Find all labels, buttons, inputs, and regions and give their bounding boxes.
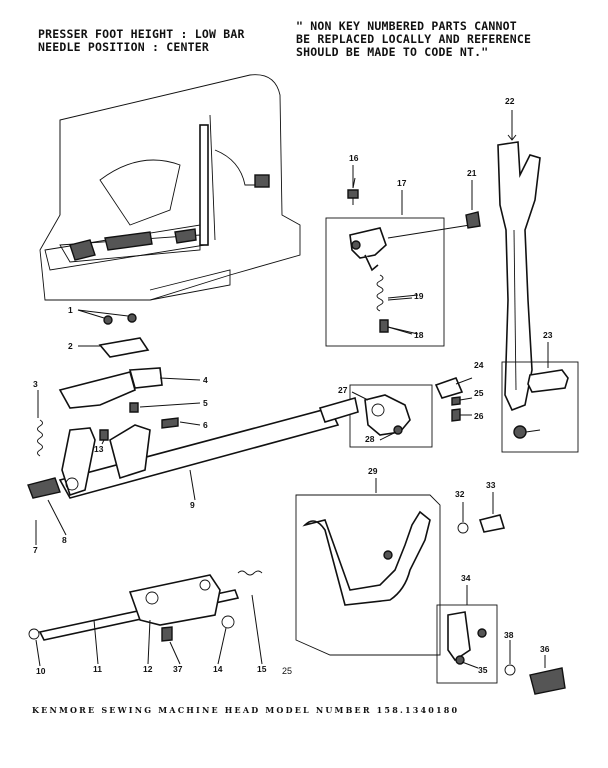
- parts-notice: " NON KEY NUMBERED PARTS CANNOT BE REPLA…: [296, 20, 531, 59]
- callout-10: 10: [36, 666, 46, 676]
- callout-21: 21: [467, 168, 477, 178]
- callout-18: 18: [414, 330, 424, 340]
- callout-32: 32: [455, 489, 465, 499]
- machine-head-outline: [39, 74, 301, 301]
- page-number: 25: [282, 666, 293, 676]
- callout-24: 24: [474, 360, 484, 370]
- callout-23: 23: [543, 330, 553, 340]
- setting-notes: PRESSER FOOT HEIGHT : LOW BAR NEEDLE POS…: [38, 28, 245, 54]
- callout-25: 25: [474, 388, 484, 398]
- callout-22: 22: [505, 96, 515, 106]
- callout-7: 7: [33, 545, 38, 555]
- part-27-assembly: [349, 384, 433, 448]
- callout-27: 27: [338, 385, 348, 395]
- parts-notice-line-1: " NON KEY NUMBERED PARTS CANNOT: [296, 19, 517, 33]
- part-34-assembly: [436, 604, 566, 695]
- parts-notice-line-2: BE REPLACED LOCALLY AND REFERENCE: [296, 32, 532, 46]
- callout-38: 38: [504, 630, 514, 640]
- bottom-assembly: [28, 570, 263, 642]
- callout-9: 9: [190, 500, 195, 510]
- callout-35: 35: [478, 665, 488, 675]
- callout-19: 19: [414, 291, 424, 301]
- callout-12: 12: [143, 664, 153, 674]
- callout-34: 34: [461, 573, 471, 583]
- callout-numbers: 1 2 3 4 5 6 7 8 9 10 11 12 13 14 15 16 1…: [33, 96, 553, 676]
- needle-position-note: NEEDLE POSITION : CENTER: [38, 40, 209, 54]
- part-17-assembly: [325, 165, 471, 347]
- callout-8: 8: [62, 535, 67, 545]
- callout-11: 11: [93, 664, 102, 674]
- callout-14: 14: [213, 664, 223, 674]
- callout-28: 28: [365, 434, 375, 444]
- callout-1: 1: [68, 305, 73, 315]
- callout-15: 15: [257, 664, 267, 674]
- callout-5: 5: [203, 398, 208, 408]
- callout-4: 4: [203, 375, 208, 385]
- leader-lines: [35, 177, 546, 669]
- callout-26: 26: [474, 411, 484, 421]
- callout-36: 36: [540, 644, 550, 654]
- parts-1-2-4: [37, 313, 179, 457]
- callout-29: 29: [368, 466, 378, 476]
- callout-6: 6: [203, 420, 208, 430]
- part-22-lever: [465, 110, 541, 412]
- callout-16: 16: [349, 153, 359, 163]
- part-29-assembly: [295, 494, 506, 656]
- callout-3: 3: [33, 379, 38, 389]
- parts-notice-line-3: SHOULD BE MADE TO CODE NT.": [296, 45, 489, 59]
- callout-2: 2: [68, 341, 73, 351]
- callout-37: 37: [173, 664, 183, 674]
- model-number-caption: KENMORE SEWING MACHINE HEAD MODEL NUMBER…: [32, 705, 460, 715]
- presser-foot-height-note: PRESSER FOOT HEIGHT : LOW BAR: [38, 27, 245, 41]
- part-9-shaft: [27, 396, 359, 499]
- callout-13: 13: [94, 444, 104, 454]
- callout-33: 33: [486, 480, 496, 490]
- part-23-assembly: [501, 342, 579, 453]
- callout-17: 17: [397, 178, 407, 188]
- parts-24-25-26: [434, 376, 464, 422]
